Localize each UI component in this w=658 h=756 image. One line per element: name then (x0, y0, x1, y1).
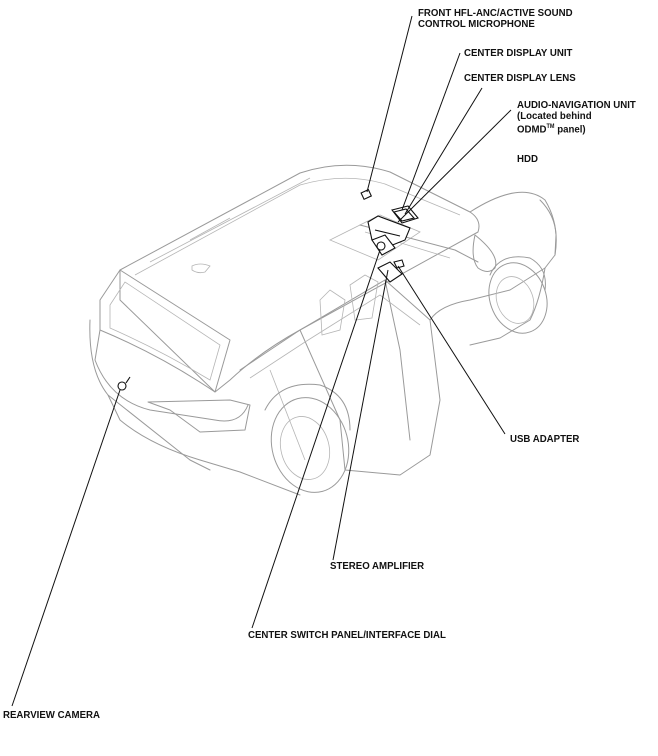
stereo-amplifier-part (377, 261, 403, 283)
center-switch-panel-label: CENTER SWITCH PANEL/INTERFACE DIAL (248, 629, 446, 641)
audio-navigation-label-line3: ODMDTM panel) (517, 123, 586, 136)
stereo-amplifier-label: STEREO AMPLIFIER (330, 560, 425, 572)
stereo-amplifier-leader-line (332, 269, 389, 561)
rearview-camera-leader-line (11, 389, 121, 707)
hdd-label: HDD (517, 153, 538, 165)
usb-adapter-label: USB ADAPTER (510, 433, 580, 445)
microphone-label-line1: FRONT HFL-ANC/ACTIVE SOUND (418, 7, 573, 19)
microphone-leader-line (366, 15, 413, 193)
center-switch-panel-part (371, 234, 396, 256)
audio-navigation-label-line2: (Located behind (517, 110, 592, 122)
rearview-camera-label: REARVIEW CAMERA (3, 709, 100, 721)
audio-navigation-label-line1: AUDIO-NAVIGATION UNIT (517, 99, 636, 111)
microphone-label: FRONT HFL-ANC/ACTIVE SOUND CONTROL MICRO… (418, 8, 573, 30)
center-display-lens-label: CENTER DISPLAY LENS (464, 72, 576, 84)
audio-navigation-unit-label: AUDIO-NAVIGATION UNIT (Located behind OD… (517, 100, 636, 136)
usb-adapter-part (393, 259, 405, 269)
center-display-lens-leader-line (404, 87, 483, 215)
audio-navigation-leader-line (397, 109, 512, 223)
center-switch-panel-leader-line (251, 249, 381, 629)
center-display-unit-label: CENTER DISPLAY UNIT (464, 47, 573, 59)
vehicle-outline (89, 164, 557, 496)
microphone-part (360, 188, 373, 201)
rearview-camera-part (117, 376, 131, 391)
usb-adapter-leader-line (397, 265, 506, 435)
microphone-label-line2: CONTROL MICROPHONE (418, 18, 535, 30)
trademark-superscript: TM (546, 124, 555, 130)
center-display-unit-leader-line (401, 52, 461, 211)
